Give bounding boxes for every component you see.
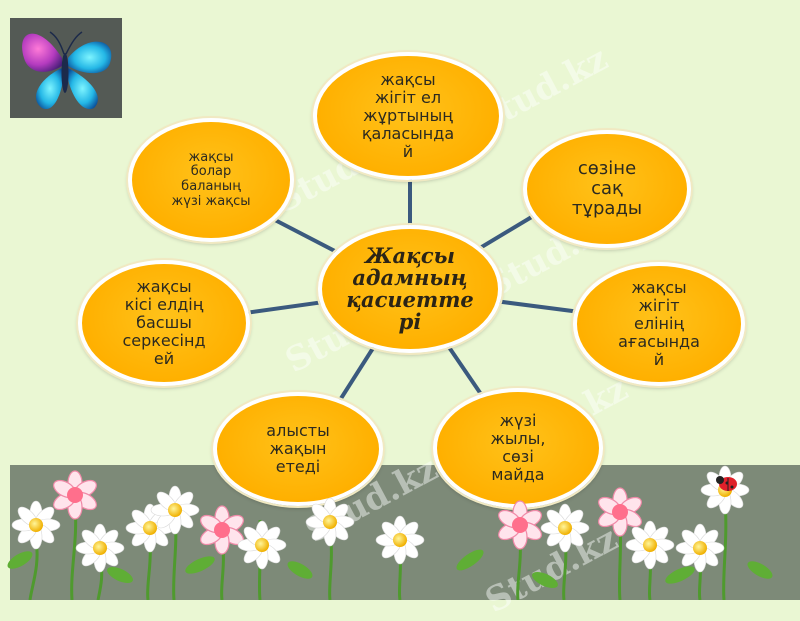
ladybug-icon [716, 476, 737, 491]
flower-icon [305, 497, 355, 547]
flower-icon [675, 523, 725, 573]
flower-icon [75, 523, 125, 573]
flower-decoration [7, 465, 773, 600]
diagram-node-1: жақсы жігіт ел жұртының қаласында й [313, 52, 503, 180]
diagram-node-4: жүзі жылы, сөзі майда [433, 388, 603, 508]
diagram-node-2: сөзіне сақ тұрады [523, 130, 691, 248]
diagram-node-7: жақсы болар баланың жүзі жақсы [128, 118, 294, 242]
flower-icon [50, 470, 100, 520]
diagram-node-6: жақсы кісі елдің басшы серкесінд ей [78, 260, 250, 386]
flower-icon [540, 503, 590, 553]
diagram-node-label: жақсы жігіт елінің ағасында й [618, 278, 700, 369]
flower-icon [495, 500, 545, 550]
diagram-node-label: жақсы жігіт ел жұртының қаласында й [361, 70, 455, 161]
diagram-node-label: жүзі жылы, сөзі майда [490, 411, 546, 484]
diagram-node-label: сөзіне сақ тұрады [571, 157, 643, 220]
butterfly-picture [10, 18, 122, 118]
flower-icon [150, 485, 200, 535]
diagram-node-3: жақсы жігіт елінің ағасында й [573, 262, 745, 386]
center-concept-label: Жақсы адамның қасиетте рі [346, 242, 474, 335]
flower-icon [11, 500, 61, 550]
flower-icon [625, 520, 675, 570]
diagram-node-label: жақсы болар баланың жүзі жақсы [171, 149, 251, 209]
butterfly-icon [22, 31, 112, 110]
flower-icon [375, 515, 425, 565]
center-concept-node: Жақсы адамның қасиетте рі [318, 225, 502, 353]
flower-icon [237, 520, 287, 570]
diagram-node-5: алысты жақын етеді [213, 392, 383, 506]
diagram-node-label: алысты жақын етеді [266, 421, 330, 476]
diagram-node-label: жақсы кісі елдің басшы серкесінд ей [122, 277, 206, 368]
